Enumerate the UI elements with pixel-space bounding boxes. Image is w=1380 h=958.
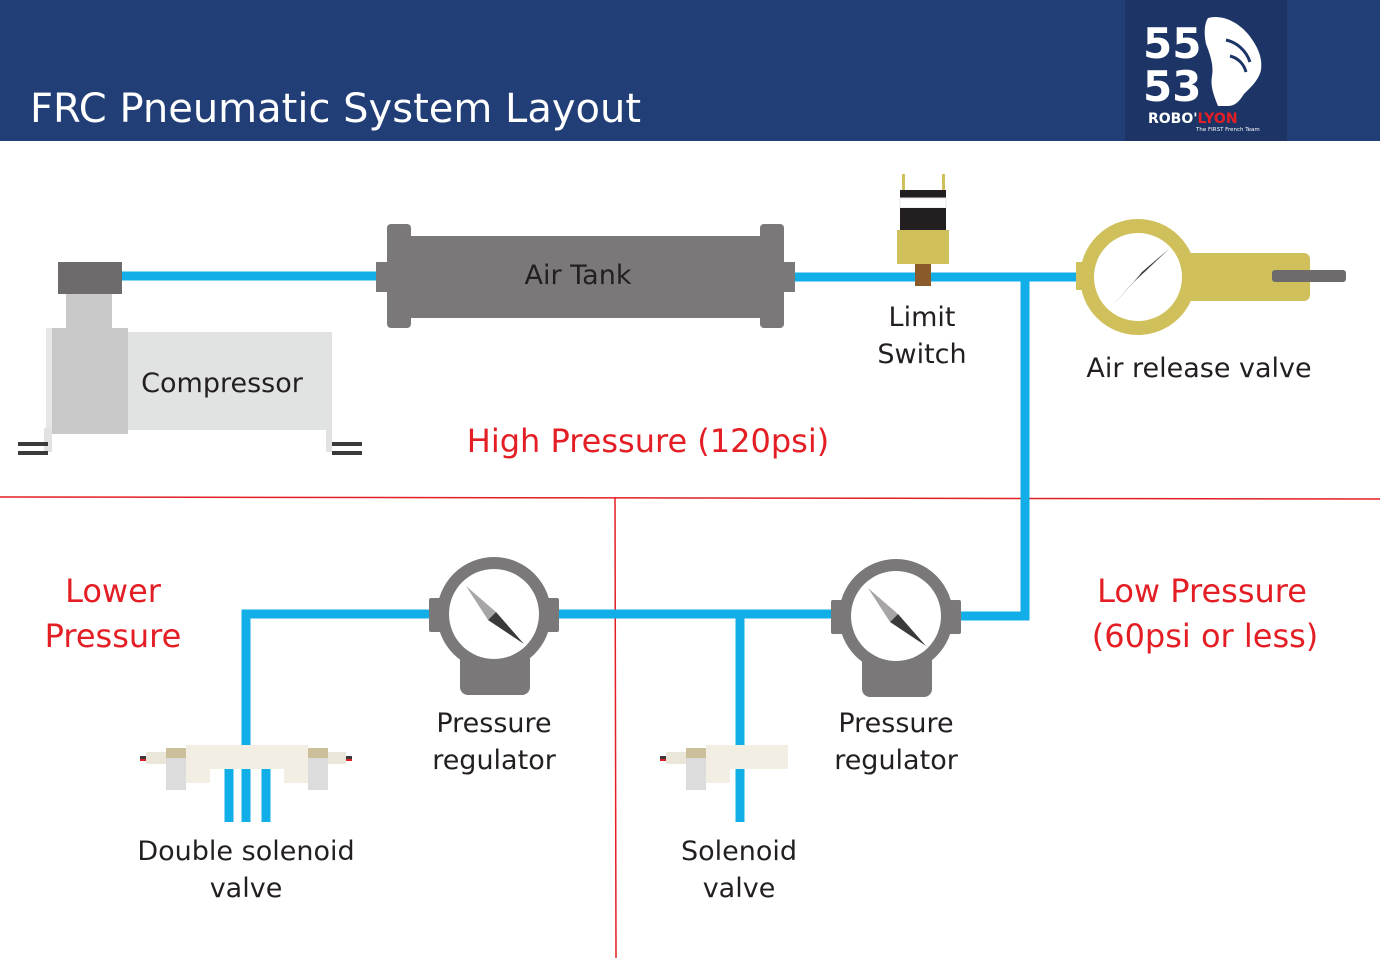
zone-divider-vertical (614, 496, 617, 958)
lower-pressure-label-2: Pressure (45, 617, 182, 655)
logo-tagline: The FIRST French Team (1195, 127, 1260, 133)
double-solenoid-valve (140, 745, 352, 790)
air-tank-label: Air Tank (525, 260, 632, 291)
regulator-left-label-1: Pressure (436, 708, 551, 739)
gauge-needle-icon (466, 586, 496, 620)
limit-switch-label-1: Limit (889, 302, 956, 333)
compressor (18, 262, 362, 455)
limit-switch (897, 174, 949, 286)
logo-number-top: 55 (1143, 19, 1201, 68)
lower-pressure-label-1: Lower (65, 572, 162, 610)
regulator-right-label-2: regulator (834, 745, 959, 776)
page-title: FRC Pneumatic System Layout (30, 86, 641, 132)
double-solenoid-label-1: Double solenoid (137, 836, 354, 867)
regulator-right-label-1: Pressure (838, 708, 953, 739)
regulator-left-label-2: regulator (432, 745, 557, 776)
gauge-needle-icon (1134, 248, 1170, 282)
compressor-label: Compressor (141, 368, 304, 399)
lion-icon (1204, 16, 1262, 107)
double-solenoid-label-2: valve (210, 873, 283, 904)
solenoid-label-2: valve (703, 873, 776, 904)
solenoid-valve (660, 745, 788, 790)
gauge-needle-icon (868, 588, 898, 622)
high-pressure-label: High Pressure (120psi) (467, 422, 829, 460)
logo-number-bottom: 53 (1143, 62, 1201, 111)
team-logo: 55 53 ROBO'LYON The FIRST French Team (1125, 0, 1287, 141)
air-release-valve-label: Air release valve (1086, 353, 1311, 384)
air-tank (376, 224, 795, 328)
limit-switch-label-2: Switch (877, 339, 966, 370)
low-pressure-label-2: (60psi or less) (1092, 617, 1319, 655)
low-pressure-label-1: Low Pressure (1097, 572, 1307, 610)
zone-divider-horizontal (0, 496, 1380, 500)
air-release-valve (1076, 219, 1346, 335)
solenoid-label-1: Solenoid (681, 836, 797, 867)
pressure-regulator-left (429, 557, 559, 695)
pressure-regulator-right (831, 559, 961, 697)
logo-team-name: ROBO'LYON (1148, 111, 1238, 127)
